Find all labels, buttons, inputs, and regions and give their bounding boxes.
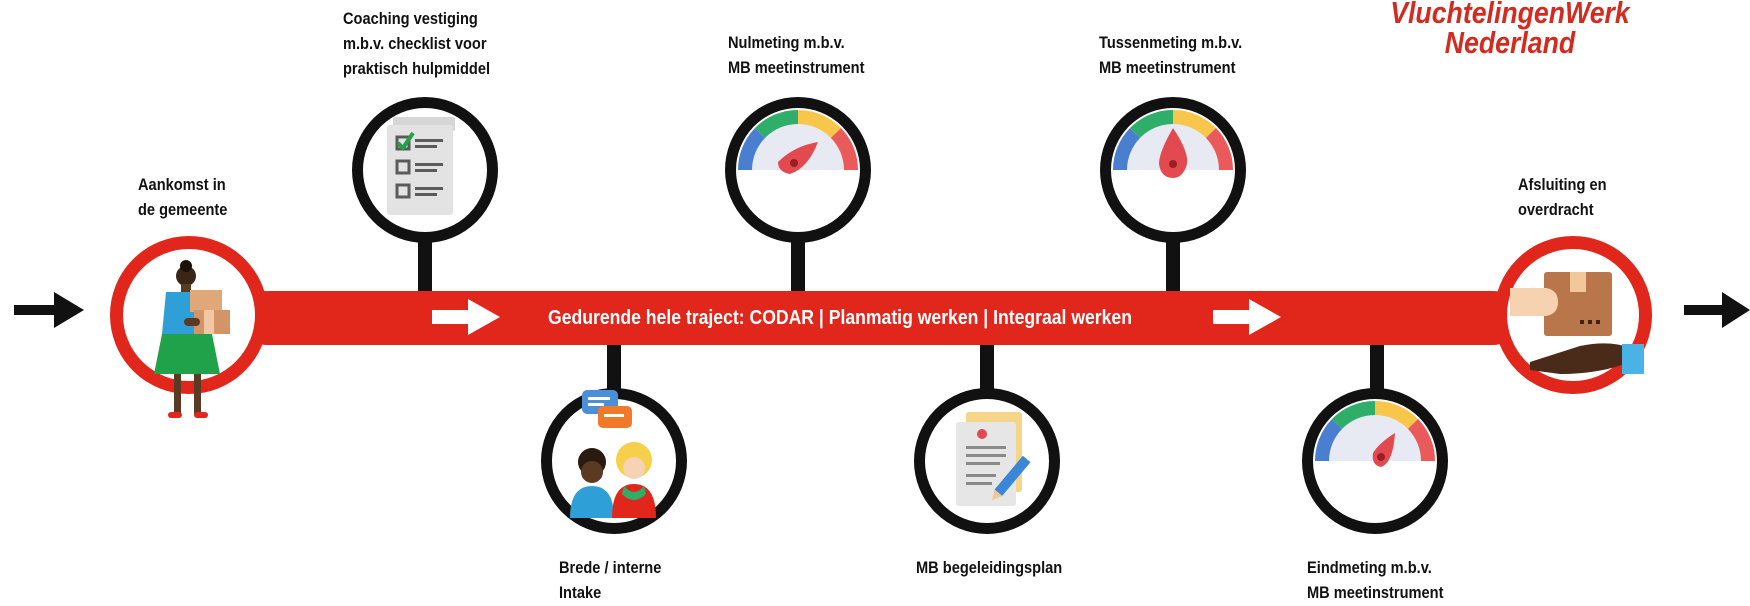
label-line: MB meetinstrument — [728, 58, 865, 77]
document-with-pen-icon — [956, 412, 1031, 506]
label-closure: Afsluiting en overdracht — [1518, 172, 1607, 222]
label-line: Brede / interne — [559, 558, 662, 577]
checklist-icon — [387, 117, 455, 215]
label-arrival: Aankomst in de gemeente — [138, 172, 227, 222]
label-line: Intake — [559, 583, 602, 602]
label-line: MB begeleidingsplan — [916, 558, 1063, 577]
label-line: m.b.v. checklist voor — [343, 34, 487, 53]
label-baseline: Nulmeting m.b.v. MB meetinstrument — [728, 30, 864, 80]
brand-line-1: VluchtelingenWerk — [1390, 0, 1630, 30]
exit-arrow-icon — [1684, 292, 1750, 328]
gauge-meter-icon — [737, 109, 859, 174]
entry-arrow-icon — [14, 292, 84, 328]
label-line: MB meetinstrument — [1099, 58, 1236, 77]
label-line: praktisch hulpmiddel — [343, 59, 491, 78]
label-final: Eindmeting m.b.v. MB meetinstrument — [1307, 555, 1443, 605]
label-line: Aankomst in — [138, 175, 226, 194]
brand-line-2: Nederland — [1444, 25, 1576, 60]
stem-intake — [607, 340, 621, 390]
label-line: Nulmeting m.b.v. — [728, 33, 845, 52]
label-line: Coaching vestiging — [343, 9, 478, 28]
label-line: de gemeente — [138, 200, 228, 219]
handover-box-icon — [1510, 272, 1644, 374]
stem-final — [1370, 340, 1384, 390]
gauge-meter-icon — [1314, 400, 1436, 467]
label-interim: Tussenmeting m.b.v. MB meetinstrument — [1099, 30, 1242, 80]
conversation-people-icon — [570, 390, 656, 518]
label-line: Tussenmeting m.b.v. — [1099, 33, 1243, 52]
timeline-bar-text: Gedurende hele traject: CODAR | Planmati… — [548, 307, 1132, 329]
gauge-meter-icon — [1112, 109, 1234, 178]
brand-logo: VluchtelingenWerk Nederland — [1381, 0, 1639, 58]
stem-plan — [980, 340, 994, 390]
label-line: MB meetinstrument — [1307, 583, 1444, 602]
person-with-boxes-icon — [154, 260, 230, 418]
bar-arrow-icon — [432, 299, 500, 335]
bar-arrow-icon — [1213, 299, 1281, 335]
label-coaching: Coaching vestiging m.b.v. checklist voor… — [343, 6, 490, 81]
label-line: Eindmeting m.b.v. — [1307, 558, 1432, 577]
label-line: Afsluiting en — [1518, 175, 1607, 194]
label-line: overdracht — [1518, 200, 1594, 219]
label-intake: Brede / interne Intake — [559, 555, 661, 605]
label-plan: MB begeleidingsplan — [916, 555, 1062, 580]
